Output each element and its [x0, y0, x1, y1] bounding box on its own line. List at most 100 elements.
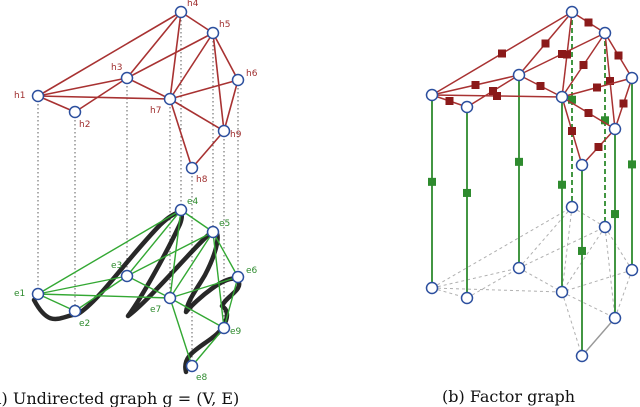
unary-factor — [611, 210, 619, 219]
evidence-node-e9 — [217, 321, 231, 335]
hidden-node-h3 — [120, 71, 134, 85]
pairwise-factor — [584, 109, 593, 117]
evidence-dashed-edge — [571, 206, 606, 228]
unary-factor — [628, 160, 636, 169]
evidence-node-e3 — [120, 269, 134, 283]
hidden-node-h8 — [185, 161, 199, 175]
evidence-node-e5 — [206, 225, 220, 239]
hidden-node-label: h4 — [187, 0, 199, 9]
evidence-edge — [180, 209, 214, 233]
hidden-edge — [37, 95, 171, 100]
hidden-node-label: h3 — [111, 63, 122, 73]
factor-evidence-node — [625, 263, 639, 277]
factor-evidence-node — [565, 200, 579, 214]
unary-factor — [515, 157, 523, 166]
evidence-node-label: e6 — [246, 266, 258, 276]
factor-hidden-node — [425, 88, 439, 102]
factor-hidden-node — [598, 26, 612, 40]
evidence-node-e4 — [174, 203, 188, 217]
pairwise-factor — [489, 87, 497, 95]
evidence-solid-edge — [581, 317, 616, 357]
hidden-node-label: h2 — [79, 120, 90, 130]
evidence-edge — [169, 231, 214, 299]
factor-evidence-node — [598, 220, 612, 234]
evidence-node-e2 — [68, 304, 82, 318]
unary-factor — [578, 246, 586, 255]
pairwise-factor — [541, 39, 550, 48]
evidence-node-label: e7 — [150, 305, 161, 315]
unary-factor — [601, 116, 609, 125]
evidence-edge — [212, 231, 239, 278]
pairwise-factor — [536, 82, 545, 90]
pairwise-factor — [498, 49, 506, 58]
hidden-edge — [126, 77, 171, 100]
evidence-node-label: e4 — [187, 197, 199, 207]
hidden-node-label: h7 — [150, 106, 161, 116]
evidence-edge — [37, 293, 76, 312]
hidden-node-label: h5 — [219, 20, 230, 30]
evidence-edge — [126, 275, 171, 299]
pairwise-factor — [619, 99, 628, 108]
evidence-edge — [74, 275, 128, 312]
unary-factor — [428, 177, 436, 186]
evidence-edge — [212, 231, 225, 329]
evidence-node-e1 — [31, 287, 45, 301]
hidden-edge — [169, 98, 225, 132]
hidden-edge — [169, 98, 193, 169]
hidden-edge — [126, 11, 182, 79]
evidence-node-e7 — [163, 291, 177, 305]
evidence-node-label: e5 — [219, 219, 230, 229]
pairwise-factor — [445, 97, 454, 105]
evidence-dashed-edge — [561, 291, 616, 319]
pairwise-factor — [558, 50, 566, 58]
hidden-node-label: h8 — [196, 175, 208, 185]
hidden-edge — [212, 32, 239, 81]
hidden-node-h4 — [174, 5, 188, 19]
evidence-edge — [126, 209, 182, 277]
evidence-dashed-edge — [518, 206, 573, 269]
evidence-node-label: e3 — [111, 261, 122, 271]
hidden-edge — [126, 32, 214, 79]
evidence-node-e6 — [231, 270, 245, 284]
evidence-dashed-edge — [561, 269, 633, 293]
evidence-node-label: e9 — [230, 327, 242, 337]
evidence-edge — [126, 231, 214, 277]
unary-factor — [558, 180, 566, 189]
factor-hidden-node — [565, 5, 579, 19]
evidence-dashed-edge — [604, 226, 633, 271]
evidence-dashed-edge — [561, 226, 606, 293]
hidden-edge — [212, 32, 225, 132]
evidence-dashed-edge — [604, 226, 616, 319]
factor-evidence-node — [425, 281, 439, 295]
factor-hidden-node — [625, 71, 639, 85]
hidden-node-h2 — [68, 105, 82, 119]
pairwise-factor — [471, 81, 480, 89]
pairwise-factor — [563, 50, 571, 59]
evidence-edge — [223, 276, 239, 329]
pairwise-factor — [593, 83, 601, 92]
evidence-dashed-edge — [561, 291, 583, 357]
hidden-edge — [191, 130, 225, 169]
hidden-edge — [37, 95, 76, 113]
evidence-dashed-edge — [431, 287, 563, 293]
caption-b: (b) Factor graph — [442, 387, 575, 406]
factor-evidence-node — [555, 285, 569, 299]
evidence-edge — [169, 297, 193, 367]
unary-factor — [568, 95, 576, 104]
hidden-edge — [169, 32, 214, 100]
hidden-node-h9 — [217, 124, 231, 138]
evidence-dashed-edge — [518, 226, 606, 269]
evidence-node-e8 — [185, 359, 199, 373]
evidence-edge — [37, 209, 182, 295]
pairwise-factor — [614, 51, 623, 60]
pairwise-factor — [579, 61, 588, 69]
panel-b-factor-graph — [425, 5, 639, 363]
evidence-edge — [37, 293, 171, 299]
evidence-dashed-edge — [518, 267, 563, 293]
evidence-edge — [169, 276, 239, 299]
evidence-dashed-edge — [431, 206, 573, 289]
hidden-node-h6 — [231, 73, 245, 87]
evidence-dashed-edge — [466, 267, 520, 299]
